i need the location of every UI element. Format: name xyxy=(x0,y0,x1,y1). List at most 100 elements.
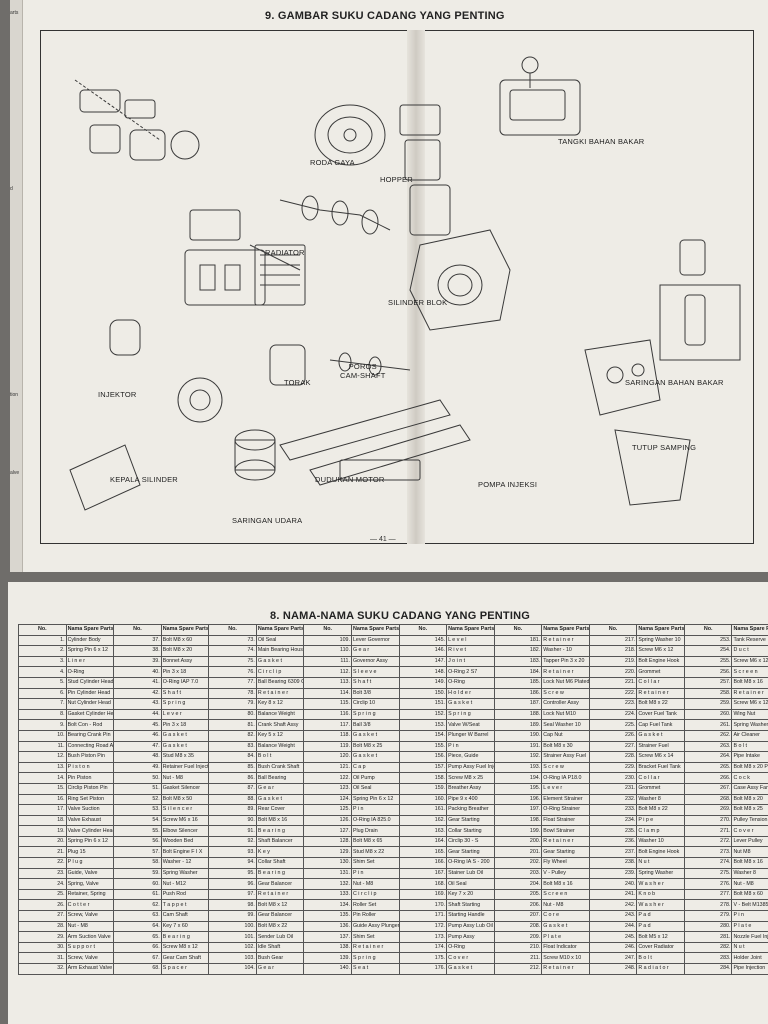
part-name: Pipe 9 x 400 xyxy=(446,793,495,806)
part-number: 240. xyxy=(588,878,638,890)
part-number: 116. xyxy=(303,708,352,721)
part-number: 277. xyxy=(683,888,733,901)
part-name: Circlip 10 xyxy=(350,698,400,710)
part-name: C i r c l i p xyxy=(255,666,305,678)
part-number: 37. xyxy=(113,634,162,647)
part-name: R a d i a t o r xyxy=(636,963,685,975)
part-name: R e t a i n e r xyxy=(541,666,590,678)
part-name: Circlip Piston Pin xyxy=(65,782,115,795)
part-name: Nut - M8 xyxy=(541,899,590,912)
part-name: Bolt M8 x 30 xyxy=(541,740,590,753)
part-number: 279. xyxy=(683,910,733,922)
part-name: Pin 3 x 18 xyxy=(160,666,210,678)
part-number: 242. xyxy=(588,899,638,912)
part-number: 22. xyxy=(18,857,67,869)
part-name: Arm Exhaust Valve xyxy=(65,963,115,975)
part-number: 203. xyxy=(493,867,543,880)
part-number: 12. xyxy=(18,751,67,763)
part-number: 78. xyxy=(208,687,257,700)
part-number: 25. xyxy=(18,888,67,901)
part-name: Bolt M8 x 65 xyxy=(350,835,400,848)
part-name: Holder Joint xyxy=(731,952,768,964)
part-number: 92. xyxy=(208,835,257,848)
part-name: Cam Shaft xyxy=(160,910,210,922)
part-number: 98. xyxy=(208,899,257,912)
part-number: 101. xyxy=(208,931,257,943)
part-number: 44. xyxy=(113,708,162,721)
part-name: Stud M8 x 22 xyxy=(350,846,400,859)
part-number: 17. xyxy=(18,804,67,816)
part-name: Oil Seal xyxy=(350,782,400,795)
part-number: 118. xyxy=(303,729,352,742)
part-number: 145. xyxy=(398,634,448,647)
hopper-drawing xyxy=(399,104,451,236)
part-name: Seal Washer 10 xyxy=(541,719,590,731)
part-number: 120. xyxy=(303,751,352,763)
label-tangki: TANGKI BAHAN BAKAR xyxy=(558,137,645,146)
part-number: 39. xyxy=(113,655,162,668)
column-header-name: Nama Spare Parts xyxy=(636,624,685,636)
table-row: 11.Connecting Road Assy47.G a s k e t83.… xyxy=(18,740,768,753)
part-name: Pin 3 x 18 xyxy=(160,719,210,731)
part-number: 165. xyxy=(398,846,448,859)
part-name: V - Belt M1385 xyxy=(731,899,768,912)
part-name: Gear Balancer xyxy=(255,878,305,890)
column-header-no: No. xyxy=(398,624,448,636)
part-number: 135. xyxy=(303,910,352,922)
part-name: Pulley Tension xyxy=(731,814,768,827)
part-number: 8. xyxy=(18,708,67,721)
part-name: Nut - M8 xyxy=(65,920,115,933)
part-number: 113. xyxy=(303,676,352,689)
part-number: 4. xyxy=(18,666,67,678)
part-name: Ring Set Piston xyxy=(65,793,115,806)
part-number: 138. xyxy=(303,941,352,954)
part-name: Bolt Engine F I X xyxy=(160,846,210,859)
part-number: 82. xyxy=(208,729,257,742)
part-name: Shaft Balancer xyxy=(255,835,305,848)
part-number: 205. xyxy=(493,888,543,901)
part-number: 53. xyxy=(113,804,162,816)
part-name: P i n xyxy=(731,910,768,922)
part-name: Bolt Engine Hook xyxy=(636,846,685,859)
part-number: 170. xyxy=(398,899,448,912)
part-number: 13. xyxy=(18,761,67,774)
part-number: 109. xyxy=(303,634,352,647)
part-number: 152. xyxy=(398,708,448,721)
part-number: 192. xyxy=(493,751,543,763)
part-number: 271. xyxy=(683,825,733,837)
part-number: 54. xyxy=(113,814,162,827)
part-name: Bolt M8 x 20 xyxy=(731,793,768,806)
part-number: 266. xyxy=(683,772,733,784)
part-name: D u c t xyxy=(731,645,768,657)
part-name: Bracket Fuel Tank xyxy=(636,761,685,774)
part-name: G a s k e t xyxy=(350,729,400,742)
part-number: 231. xyxy=(588,782,638,795)
part-name: Nut - M8 xyxy=(731,878,768,890)
part-name: Bolt M8 x 22 xyxy=(255,920,305,933)
part-number: 158. xyxy=(398,772,448,784)
diagram-title: 9. GAMBAR SUKU CADANG YANG PENTING xyxy=(265,10,505,22)
label-torak: TORAK xyxy=(284,378,311,387)
part-number: 187. xyxy=(493,698,543,710)
part-name: P i n xyxy=(350,867,400,880)
part-name: C o l l a r xyxy=(636,772,685,784)
part-name: Washer 8 xyxy=(731,867,768,880)
part-name: S h a f t xyxy=(160,687,210,700)
part-name: L e v e l xyxy=(446,634,495,647)
part-name: S p r i n g xyxy=(160,698,210,710)
part-name: Strainer Assy Fuel xyxy=(541,751,590,763)
part-number: 166. xyxy=(398,857,448,869)
part-name: S h a f t xyxy=(350,676,400,689)
part-name: Spring, Valve xyxy=(65,878,115,890)
part-name: Nozzle Fuel Injection xyxy=(731,931,768,943)
part-name: Spring Pin 6 x 12 xyxy=(65,645,115,657)
part-number: 83. xyxy=(208,740,257,753)
part-number: 191. xyxy=(493,740,543,753)
part-number: 30. xyxy=(18,941,67,954)
part-number: 220. xyxy=(588,666,638,678)
part-number: 217. xyxy=(588,634,638,647)
part-number: 9. xyxy=(18,719,67,731)
